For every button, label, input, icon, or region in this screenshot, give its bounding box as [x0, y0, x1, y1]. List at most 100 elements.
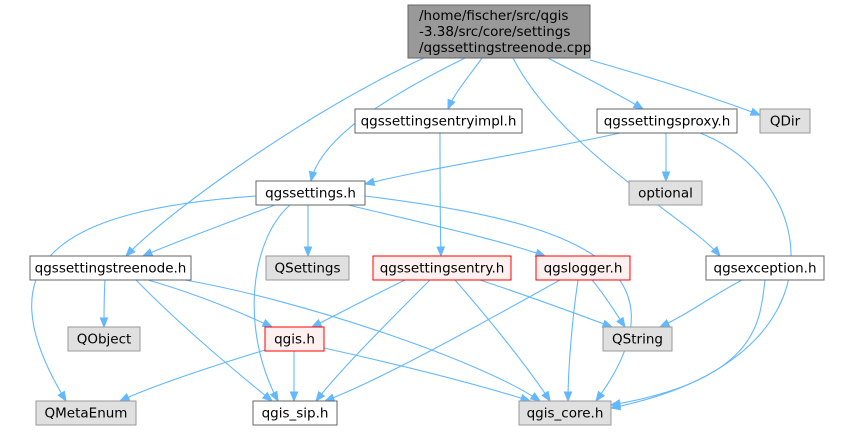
node-proxy[interactable]: qgssettingsproxy.h	[596, 108, 738, 134]
node-box	[705, 255, 825, 281]
edge-treenode-to-qgissip	[135, 279, 273, 402]
edge-proxy-to-optional-arrowhead	[661, 171, 671, 183]
node-box	[67, 326, 141, 352]
edge-entryimpl-to-entry-arrowhead	[436, 246, 446, 258]
nodes-layer: /home/fischer/src/qgis-3.38/src/core/set…	[29, 4, 825, 426]
edge-entry-to-qgis-arrowhead	[310, 318, 323, 328]
edge-settings-to-qgiscore	[364, 195, 632, 402]
node-box	[628, 180, 703, 206]
node-box	[759, 108, 811, 134]
node-box	[35, 400, 137, 426]
edge-treenode-to-qgiscore	[184, 279, 541, 402]
edge-treenode-to-qgiscore-arrowhead	[529, 392, 542, 402]
node-box	[265, 255, 350, 281]
node-label: qgssettingsproxy.h	[604, 114, 731, 130]
node-qgis[interactable]: qgis.h	[264, 326, 325, 352]
node-label: qgssettings.h	[265, 186, 356, 202]
node-box	[535, 255, 631, 281]
node-box	[264, 326, 325, 352]
node-label: -3.38/src/core/settings	[419, 24, 570, 40]
node-qgissip[interactable]: qgis_sip.h	[252, 400, 338, 426]
edge-logger-to-qgissip	[324, 279, 561, 402]
node-qstring: QString	[602, 326, 673, 352]
node-box	[602, 326, 673, 352]
node-box	[252, 400, 338, 426]
edge-logger-to-qgiscore	[567, 279, 579, 402]
node-label: /qgssettingstreenode.cpp	[419, 40, 591, 56]
node-label: qgssettingsentry.h	[380, 261, 505, 277]
edge-proxy-to-settings-arrowhead	[363, 177, 376, 186]
edge-qgis-to-qgissip-arrowhead	[289, 391, 299, 403]
node-entry[interactable]: qgssettingsentry.h	[372, 255, 512, 281]
edge-treenode-to-qgis	[147, 279, 273, 328]
edges-layer	[31, 57, 792, 411]
edge-settings-to-treenode-arrowhead	[141, 248, 154, 257]
edge-exception-to-qgiscore	[610, 279, 766, 406]
edge-settings-to-qgiscore-arrowhead	[595, 390, 606, 403]
node-optional: optional	[628, 180, 703, 206]
edge-exception-to-qstring	[659, 279, 743, 328]
node-entryimpl[interactable]: qgssettingsentryimpl.h	[354, 108, 523, 134]
node-label: qgis_sip.h	[262, 406, 329, 422]
node-qobject: QObject	[67, 326, 141, 352]
node-label: QObject	[77, 332, 132, 348]
node-label: QString	[612, 332, 663, 348]
edge-root-to-exception-arrowhead	[710, 245, 721, 258]
edge-root-to-proxy-arrowhead	[632, 100, 645, 110]
edge-root-to-entryimpl-arrowhead	[447, 98, 456, 111]
node-logger[interactable]: qgslogger.h	[535, 255, 631, 281]
node-box	[354, 108, 523, 134]
edge-entry-to-qgissip	[315, 279, 431, 402]
node-settings[interactable]: qgssettings.h	[255, 180, 366, 206]
node-label: QDir	[770, 114, 801, 130]
node-box	[372, 255, 512, 281]
node-label: qgis_core.h	[527, 406, 604, 422]
edge-entry-to-qstring	[479, 279, 613, 328]
edge-root-to-exception	[512, 57, 721, 257]
edge-treenode-to-qgissip-arrowhead	[261, 391, 274, 402]
edge-entryimpl-to-entry	[439, 132, 442, 257]
edge-logger-to-qgissip-arrowhead	[323, 393, 336, 402]
node-treenode[interactable]: qgssettingstreenode.h	[29, 255, 192, 281]
node-box	[255, 180, 366, 206]
node-label: QMetaEnum	[45, 406, 128, 422]
edge-settings-to-qgissip-arrowhead	[269, 390, 279, 403]
edge-settings-to-qgissip	[253, 204, 291, 402]
edge-qgis-to-qgiscore	[323, 347, 531, 402]
edge-settings-to-qsettings-arrowhead	[303, 246, 313, 258]
edge-proxy-to-settings	[364, 132, 621, 185]
node-box	[407, 4, 591, 59]
node-qdir: QDir	[759, 108, 811, 134]
edge-treenode-to-qgis-arrowhead	[261, 319, 274, 328]
edge-treenode-to-qobject-arrowhead	[99, 317, 109, 329]
edge-entry-to-qgissip-arrowhead	[315, 390, 326, 403]
edge-exception-to-qstring-arrowhead	[658, 319, 671, 328]
edge-entry-to-qgis	[311, 279, 406, 328]
edge-root-to-qdir-arrowhead	[749, 107, 762, 116]
edge-logger-to-qstring-arrowhead	[616, 316, 626, 329]
node-label: qgsexception.h	[714, 261, 817, 277]
node-qmetaenum: QMetaEnum	[35, 400, 137, 426]
node-label: qgis.h	[274, 332, 315, 348]
node-label: optional	[638, 186, 693, 202]
edge-root-to-proxy	[547, 57, 644, 110]
edge-root-to-treenode	[125, 57, 425, 257]
edge-root-to-settings-arrowhead	[308, 170, 318, 183]
edge-settings-to-qmetaenum-arrowhead	[57, 390, 67, 403]
edge-root-to-treenode-arrowhead	[125, 246, 136, 257]
edge-exception-to-qgiscore-arrowhead	[609, 399, 622, 408]
node-label: qgslogger.h	[544, 261, 623, 277]
edge-qgis-to-qmetaenum	[119, 349, 266, 402]
node-label: qgssettingsentryimpl.h	[361, 114, 517, 130]
edge-settings-to-treenode	[142, 204, 276, 257]
edge-qgis-to-qmetaenum-arrowhead	[118, 393, 131, 402]
edge-settings-to-logger-arrowhead	[534, 248, 547, 257]
edge-logger-to-qgiscore-arrowhead	[563, 391, 573, 403]
node-box	[518, 400, 612, 426]
node-exception[interactable]: qgsexception.h	[705, 255, 825, 281]
edge-settings-to-qmetaenum	[31, 195, 257, 402]
node-qgiscore: qgis_core.h	[518, 400, 612, 426]
node-root[interactable]: /home/fischer/src/qgis-3.38/src/core/set…	[407, 4, 591, 59]
edge-entry-to-qstring-arrowhead	[601, 319, 614, 328]
